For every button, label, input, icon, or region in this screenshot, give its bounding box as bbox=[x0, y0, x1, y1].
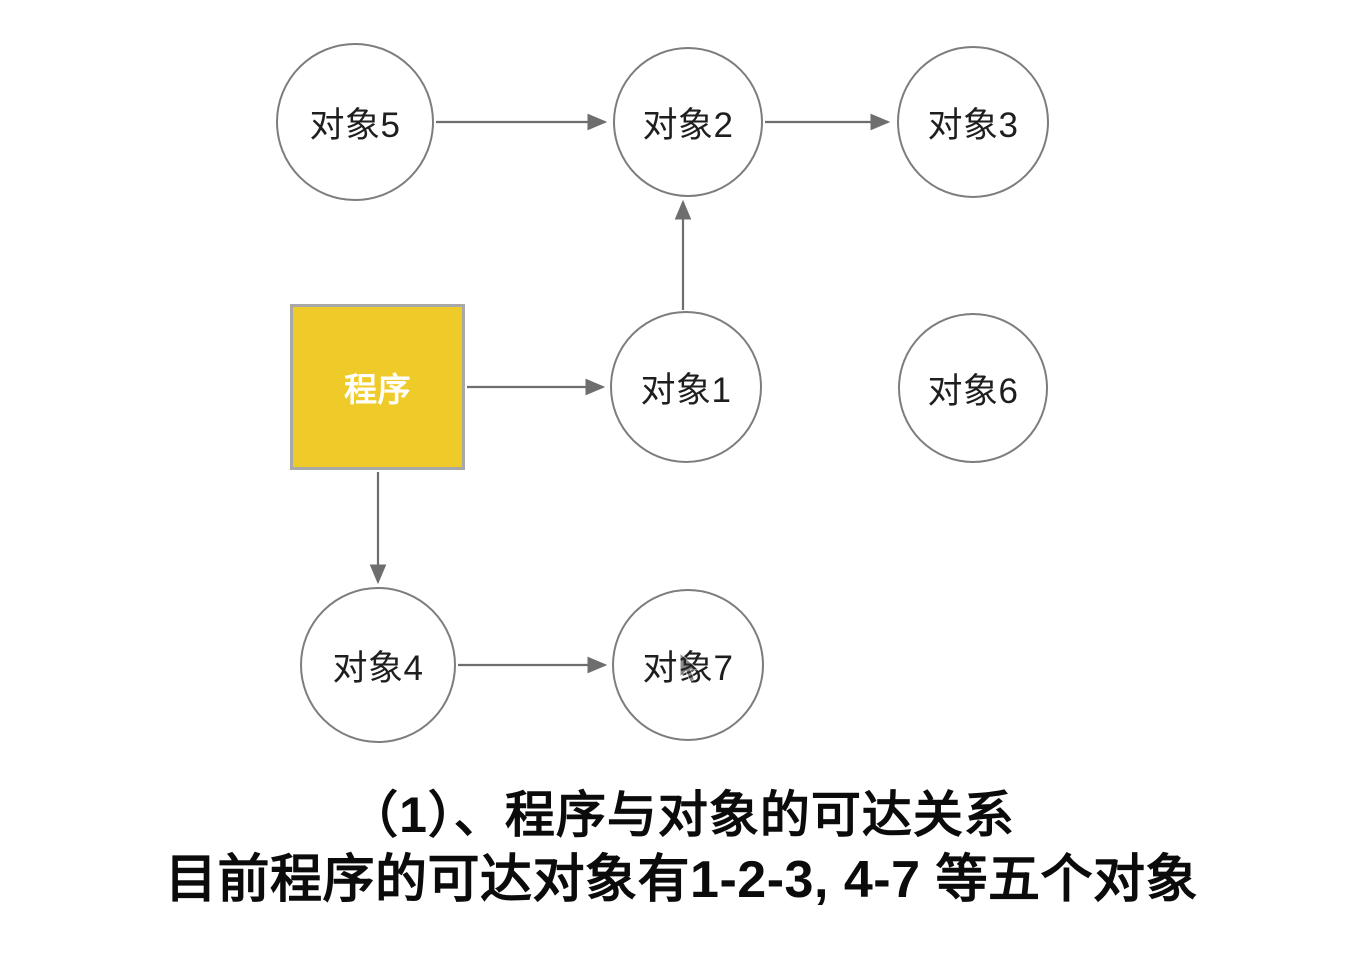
node-obj1-label: 对象1 bbox=[640, 370, 732, 410]
node-program[interactable]: 程序 bbox=[290, 304, 465, 470]
node-obj4-label: 对象4 bbox=[332, 648, 424, 688]
node-obj7[interactable]: 对象7 bbox=[612, 589, 764, 741]
node-obj6[interactable]: 对象6 bbox=[898, 313, 1048, 463]
node-program-label: 程序 bbox=[344, 371, 411, 408]
caption-block: （1）、程序与对象的可达关系 目前程序的可达对象有1-2-3, 4-7 等五个对… bbox=[0, 788, 1363, 908]
node-obj2-label: 对象2 bbox=[642, 105, 734, 145]
node-obj3[interactable]: 对象3 bbox=[897, 46, 1049, 198]
node-obj1[interactable]: 对象1 bbox=[610, 311, 762, 463]
node-obj5[interactable]: 对象5 bbox=[276, 43, 434, 201]
node-obj3-label: 对象3 bbox=[927, 105, 1019, 145]
node-obj4[interactable]: 对象4 bbox=[300, 587, 456, 743]
node-obj5-label: 对象5 bbox=[309, 105, 401, 145]
node-obj6-label: 对象6 bbox=[927, 371, 1019, 411]
node-obj2[interactable]: 对象2 bbox=[613, 47, 763, 197]
node-obj7-label: 对象7 bbox=[642, 648, 734, 688]
caption-line-1: （1）、程序与对象的可达关系 bbox=[348, 787, 1015, 843]
caption-line-2: 目前程序的可达对象有1-2-3, 4-7 等五个对象 bbox=[165, 851, 1198, 909]
